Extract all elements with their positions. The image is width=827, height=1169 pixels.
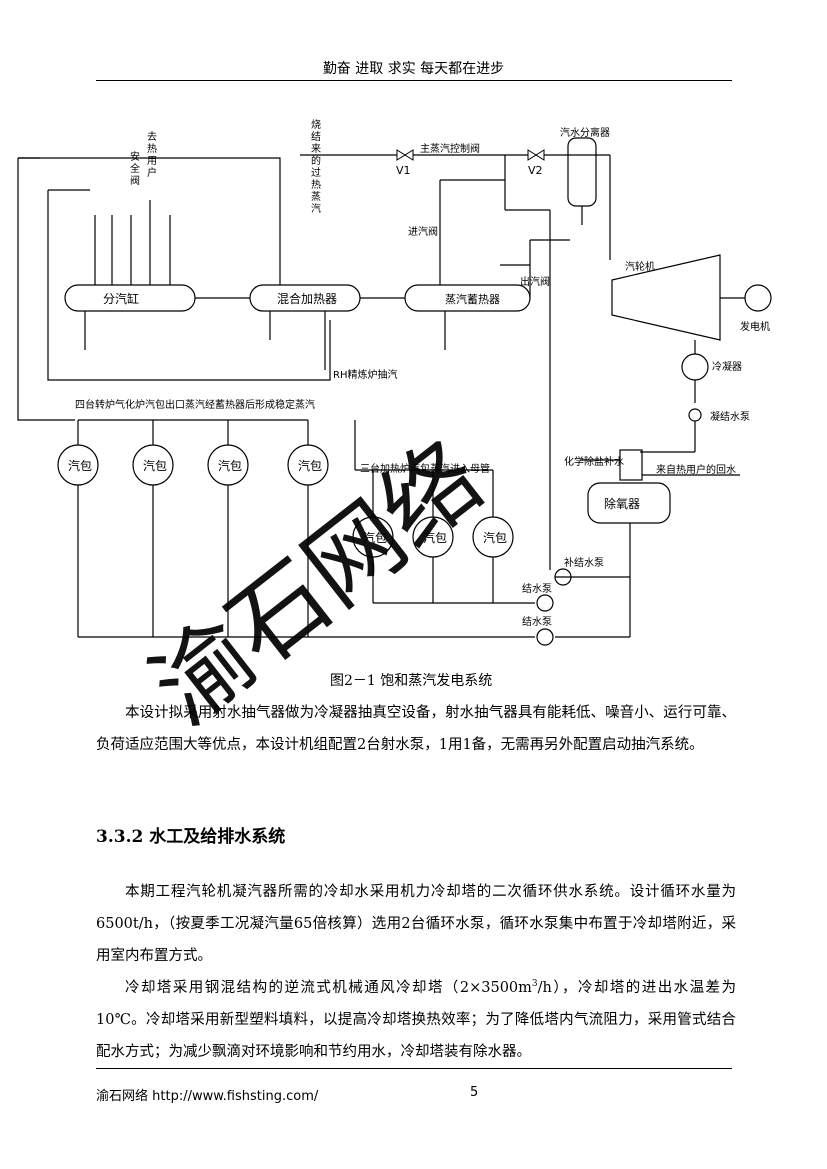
- footer-site: 渝石网络 http://www.fishsting.com/: [96, 1089, 319, 1104]
- superscript-3: 3: [531, 979, 538, 989]
- label-condensate-pump: 凝结水泵: [710, 410, 750, 423]
- label-mixer: 混合加热器: [277, 291, 337, 306]
- footer-rule: [96, 1068, 732, 1069]
- label-inlet-valve: 进汽阀: [408, 225, 438, 238]
- drum-4: 汽包: [298, 458, 322, 473]
- drum-7: 汽包: [483, 530, 507, 545]
- paragraph-2: 本期工程汽轮机凝汽器所需的冷却水采用机力冷却塔的二次循环供水系统。设计循环水量为…: [96, 884, 736, 964]
- label-three-boiler: 三台加热炉汽包蒸汽进入母管: [360, 462, 490, 475]
- label-four-boiler: 四台转炉气化炉汽包出口蒸汽经蓄热器后形成稳定蒸汽: [75, 398, 315, 411]
- paragraph-1: 本设计拟采用射水抽气器做为冷凝器抽真空设备，射水抽气器具有能耗低、噪音小、运行可…: [96, 705, 736, 753]
- label-pump-2: 结水泵: [522, 615, 552, 628]
- label-condenser: 冷凝器: [712, 360, 742, 373]
- label-safety-valve: 安全阀: [130, 150, 140, 187]
- label-turbine: 汽轮机: [625, 260, 655, 273]
- label-accumulator: 蒸汽蓄热器: [445, 292, 500, 306]
- label-generator: 发电机: [740, 320, 770, 333]
- drum-5: 汽包: [363, 530, 387, 545]
- drum-6: 汽包: [423, 530, 447, 545]
- page-header: 勤奋 进取 求实 每天都在进步: [322, 61, 505, 77]
- paragraph-3: 冷却塔采用钢混结构的逆流式机械通风冷却塔（2×3500m3/h），冷却塔的进出水…: [96, 968, 736, 1068]
- header-rule: [96, 80, 732, 81]
- drum-2: 汽包: [143, 458, 167, 473]
- section-title: 3.3.2 水工及给排水系统: [96, 827, 286, 847]
- label-header: 分汽缸: [103, 291, 139, 306]
- paragraph-3-part-a: 冷却塔采用钢混结构的逆流式机械通风冷却塔（2×3500m: [125, 979, 532, 996]
- steam-power-diagram: 主蒸汽控制阀 V1 V2 汽水分离器 汽轮机 发电机 冷凝器 凝结水泵 化学除盐…: [17, 118, 772, 646]
- label-sinter-steam: 烧结来的过热蒸汽: [311, 118, 321, 215]
- label-makeup-pump: 补结水泵: [564, 556, 604, 569]
- label-makeup-water: 化学除盐补水: [564, 455, 624, 468]
- label-separator: 汽水分离器: [560, 126, 610, 139]
- page-number: 5: [470, 1085, 479, 1100]
- paragraph-3-part-b: /h），冷却塔的进出水温差为10℃。冷却塔采用新型塑料填料，以提高冷却塔换热效率…: [96, 979, 736, 1060]
- label-to-users: 去热用户: [147, 131, 157, 179]
- label-rh: RH精炼炉抽汽: [333, 368, 397, 381]
- figure-caption: 图2－1 饱和蒸汽发电系统: [330, 673, 493, 689]
- label-pump-1: 结水泵: [522, 582, 552, 595]
- label-v1: V1: [396, 164, 411, 177]
- drum-1: 汽包: [68, 458, 92, 473]
- label-v2: V2: [528, 164, 543, 177]
- label-main-valve: 主蒸汽控制阀: [420, 142, 480, 155]
- drum-3: 汽包: [218, 458, 242, 473]
- label-deaerator: 除氧器: [604, 496, 640, 511]
- label-outlet-valve: 出汽阀: [520, 275, 550, 288]
- label-return-water: 来自热用户的回水: [656, 463, 736, 476]
